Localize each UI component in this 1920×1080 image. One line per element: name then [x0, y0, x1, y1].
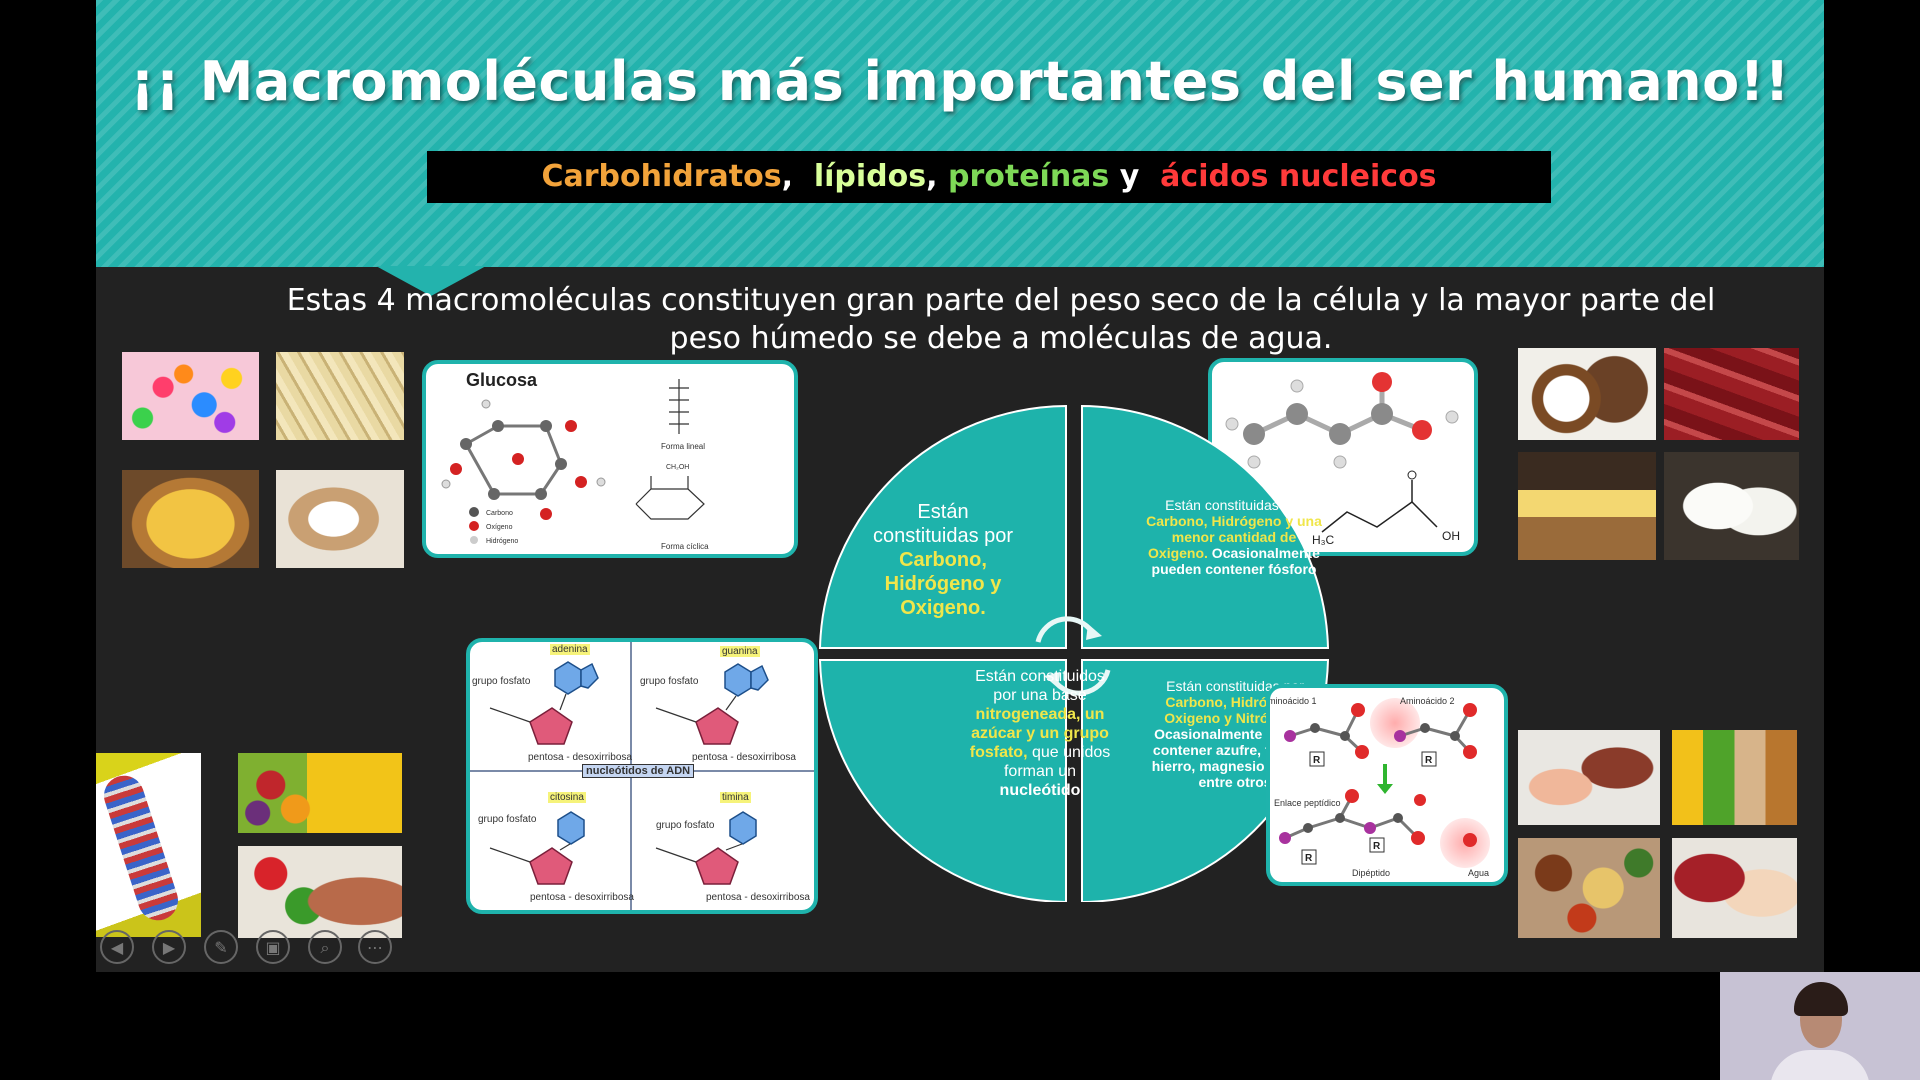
sugar-photo: [276, 470, 404, 568]
r-group-label: R: [1373, 841, 1381, 852]
pen-tool-button[interactable]: ✎: [204, 930, 238, 964]
previous-slide-button[interactable]: ◀: [100, 930, 134, 964]
butter-photo: [1518, 452, 1656, 560]
carbohydrates-text: Están constituidas por Carbono, Hidrógen…: [868, 500, 1018, 620]
vegetables-meat-photo: [238, 846, 402, 938]
lipid-text-1: Están constituidas por: [1165, 497, 1303, 513]
presenter-body: [1770, 1050, 1870, 1080]
subtitle-lipidos: lípidos: [813, 159, 927, 194]
legend-carbono: Carbono: [486, 510, 513, 517]
phosphate-label: grupo fosfato: [472, 676, 531, 687]
subtitle-bar: Carbohidratos, lípidos, proteínas y ácid…: [427, 151, 1551, 203]
carb-text-1: Están constituidas por: [872, 501, 1014, 547]
candy-photo: [122, 352, 259, 440]
zoom-button[interactable]: ⌕: [308, 930, 342, 964]
r-group-label: R: [1305, 853, 1313, 864]
timina-label: timina: [720, 792, 751, 803]
carb-text-2: Carbono, Hidrógeno y Oxigeno.: [884, 549, 1002, 619]
aminoacid-2-label: Aminoácido 2: [1400, 696, 1455, 706]
nucleic-text-3: que unidos forman un: [1003, 744, 1111, 780]
glucose-structure-card: Glucosa Carbono Oxígeno Hidrógeno Forma …: [422, 360, 798, 558]
nucleic-acids-text: Están constituidos por una base nitrogen…: [962, 667, 1118, 800]
quadrant-nucleic-acids: [818, 659, 1067, 902]
protein-foods-photo: [1518, 730, 1660, 825]
meat-chicken-photo: [1672, 838, 1797, 938]
rice-photo: [122, 470, 259, 568]
r-group-label: R: [1425, 755, 1433, 766]
subtitle-sep: ,: [926, 159, 948, 194]
ch2oh-label: CH₂OH: [666, 464, 689, 471]
header-notch: [376, 266, 486, 296]
lipid-text-2: Carbono, Hidrógeno y una menor cantidad …: [1146, 513, 1322, 561]
sugar-label: pentosa - desoxirribosa: [530, 892, 634, 903]
oh-label: OH: [1442, 529, 1460, 543]
adenina-label: adenina: [550, 644, 590, 655]
pasta-photo: [276, 352, 404, 440]
beans-photo: [1518, 838, 1660, 938]
phosphate-label: grupo fosfato: [640, 676, 699, 687]
quadrant-lipids: [1081, 404, 1330, 649]
sugar-label: pentosa - desoxirribosa: [706, 892, 810, 903]
subtitle-carbohidratos: Carbohidratos: [541, 159, 782, 194]
glucose-diagram: Glucosa Carbono Oxígeno Hidrógeno Forma …: [441, 370, 709, 551]
guanina-label: guanina: [720, 646, 760, 657]
dna-nucleotides-card: adenina guanina citosina timina grupo fo…: [466, 638, 818, 914]
nucleotide-structures: [489, 661, 769, 885]
slides-overview-button[interactable]: ▣: [256, 930, 290, 964]
peptide-diagram: R R R R: [1279, 703, 1477, 865]
next-slide-button[interactable]: ▶: [152, 930, 186, 964]
dna-helix-photo: [96, 753, 201, 937]
water-label: Agua: [1468, 868, 1490, 878]
presenter-hair: [1794, 982, 1848, 1016]
quadrant-carbohydrates: [818, 404, 1067, 649]
sugar-label: pentosa - desoxirribosa: [692, 752, 796, 763]
lipids-text: Están constituidas por Carbono, Hidrógen…: [1144, 497, 1324, 577]
sugar-label: pentosa - desoxirribosa: [528, 752, 632, 763]
peptide-bond-card: Aminoácido 1 Aminoácido 2 Enlace peptídi…: [1266, 684, 1508, 886]
glucose-title: Glucosa: [466, 370, 538, 390]
cycle-arrows-icon: [1035, 616, 1111, 696]
webcam-overlay: [1720, 972, 1920, 1080]
aminoacid-1-label: Aminoácido 1: [1266, 696, 1317, 706]
slide-title: ¡¡ Macromoléculas más importantes del se…: [130, 50, 1790, 113]
more-options-button[interactable]: ⋯: [358, 930, 392, 964]
milk-photo: [1664, 452, 1799, 560]
h3c-label: H₃C: [1312, 533, 1335, 547]
subtitle-y: y: [1109, 159, 1161, 194]
nucleic-text-1: Están constituidos por una base: [975, 668, 1105, 704]
subtitle-acidos: ácidos nucleicos: [1160, 159, 1437, 194]
peptide-bond-label: Enlace peptídico: [1274, 798, 1341, 808]
subtitle-sep: ,: [781, 159, 814, 194]
legend-oxigeno: Oxígeno: [486, 524, 513, 531]
nucleic-text-2: nitrogeneada, un azúcar y un grupo fosfa…: [969, 706, 1109, 761]
phosphate-label: grupo fosfato: [478, 814, 537, 825]
presentation-slide: ¡¡ Macromoléculas más importantes del se…: [96, 0, 1824, 972]
citosina-label: citosina: [548, 792, 586, 803]
meat-photo: [1664, 348, 1799, 440]
nucleic-text-4: nucleótido: [999, 782, 1081, 799]
phosphate-label: grupo fosfato: [656, 820, 715, 831]
macromolecule-quadrants: [818, 404, 1330, 902]
legumes-photo: [1672, 730, 1797, 825]
lipid-diagram: H₃C OH: [1225, 372, 1460, 547]
dipeptide-label: Dipéptido: [1352, 868, 1391, 878]
slide-description: Estas 4 macromoléculas constituyen gran …: [286, 283, 1716, 356]
subtitle-proteinas: proteínas: [947, 159, 1110, 194]
legend-hidrogeno: Hidrógeno: [486, 538, 518, 545]
lipid-text-3: Ocasionalmente pueden contener fósforo: [1151, 545, 1320, 577]
coconut-photo: [1518, 348, 1656, 440]
slide-header: [96, 0, 1824, 267]
linear-form-label: Forma lineal: [661, 442, 705, 451]
cyclic-form-label: Forma cíclica: [661, 542, 709, 551]
fruits-dna-photo: [238, 753, 402, 833]
nucleotides-label: nucleótidos de ADN: [582, 764, 695, 778]
r-group-label: R: [1313, 755, 1321, 766]
